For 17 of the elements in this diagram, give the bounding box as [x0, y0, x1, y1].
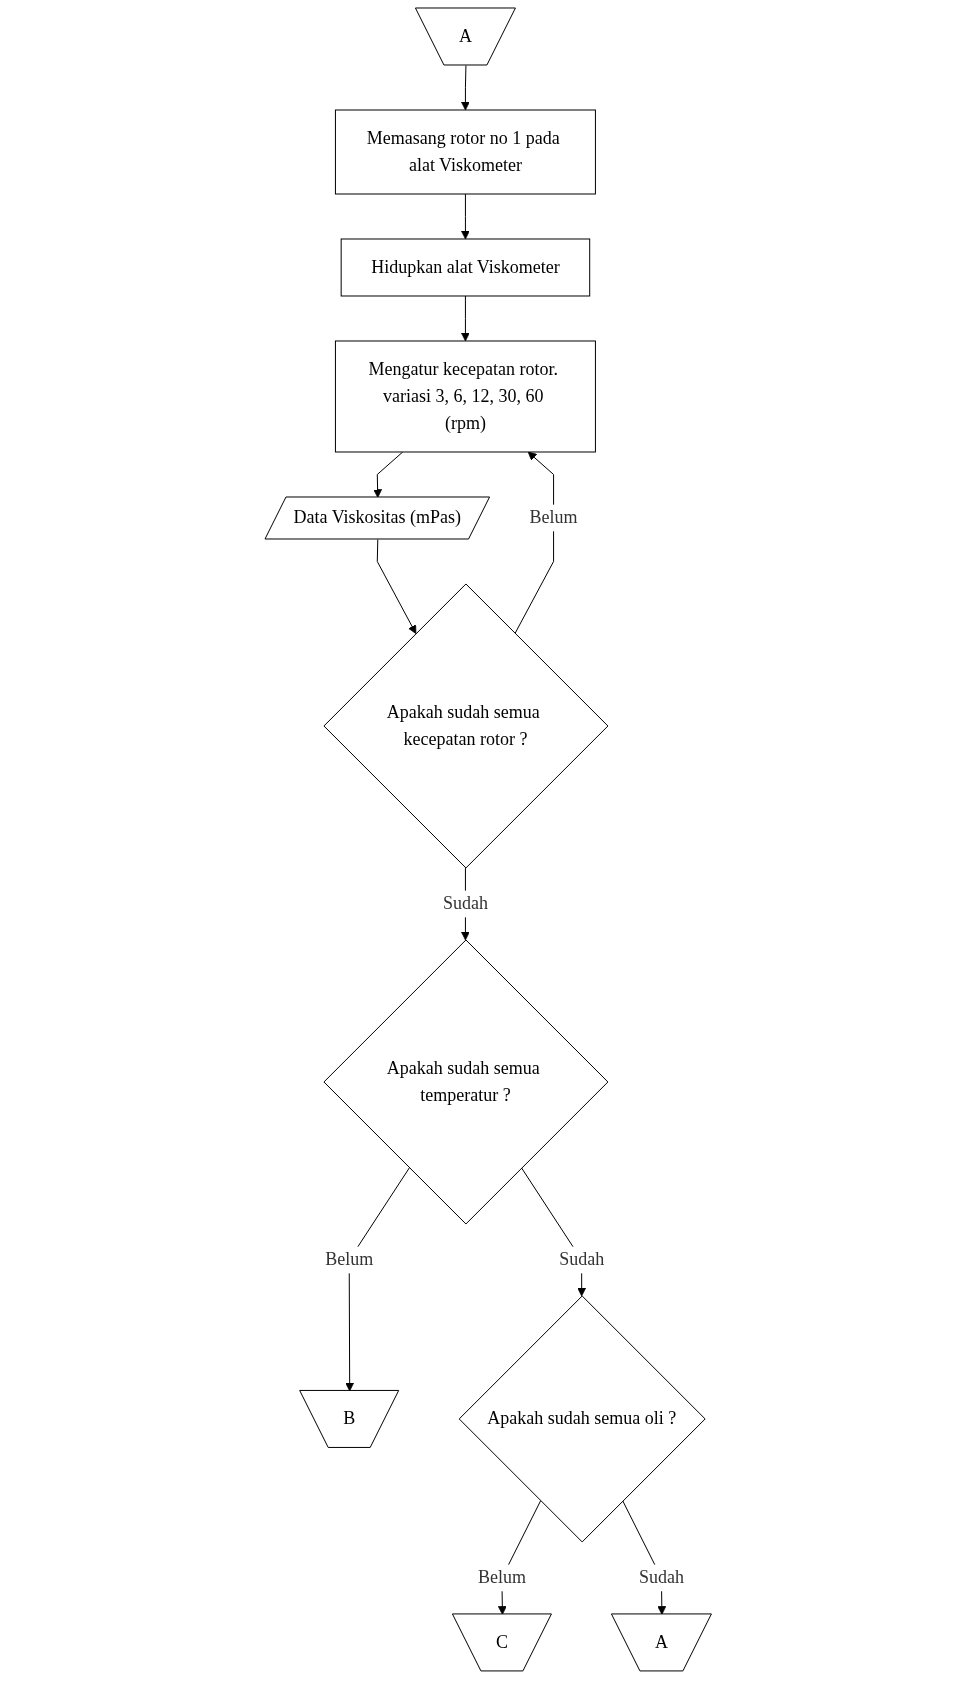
arrow — [461, 65, 471, 111]
arrow — [461, 295, 471, 342]
arrow — [377, 539, 417, 634]
arrow — [461, 193, 471, 240]
node-diamond: Apakah sudah semua temperatur ? — [323, 939, 609, 1225]
node-box: Memasang rotor no 1 pada alat Viskometer — [335, 109, 597, 195]
node-diamond: Apakah sudah semua oli ? — [459, 1295, 706, 1543]
edge-label: Belum — [529, 507, 578, 528]
node-box: Hidupkan alat Viskometer — [340, 238, 591, 297]
node-diamond: Apakah sudah semua kecepatan rotor ? — [323, 583, 609, 869]
edge-label: Belum — [478, 1567, 527, 1588]
edge-label: Sudah — [639, 1567, 685, 1588]
edge-label: Sudah — [443, 893, 489, 914]
node-box: Mengatur kecepatan rotor. variasi 3, 6, 12, 30, 60 (rpm) — [335, 340, 597, 453]
edge-label: Sudah — [559, 1249, 605, 1270]
arrow — [373, 451, 404, 498]
edge-label: Belum — [325, 1249, 374, 1270]
